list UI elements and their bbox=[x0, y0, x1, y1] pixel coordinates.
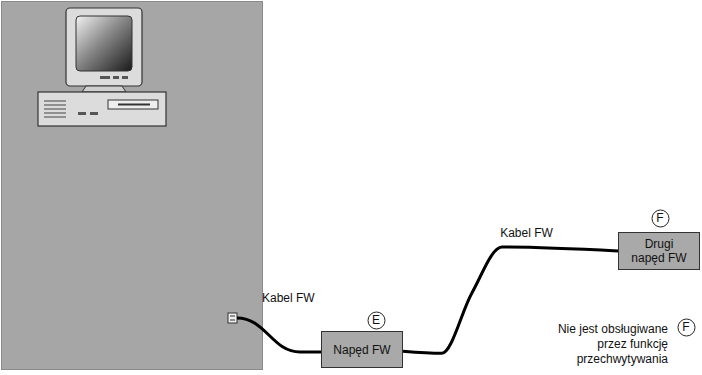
callout-circle: F bbox=[677, 318, 696, 337]
firewire-cable bbox=[403, 247, 618, 353]
device-box: Napęd FW bbox=[321, 331, 403, 368]
desktop-case-icon bbox=[38, 92, 166, 126]
callout-circle: E bbox=[367, 311, 386, 330]
monitor-icon bbox=[66, 8, 142, 92]
note-text: Nie jest obsługiwane przez funkcję przec… bbox=[543, 322, 668, 367]
cable-label: Kabel FW bbox=[500, 226, 553, 241]
device-box: Drugi napęd FW bbox=[618, 232, 700, 270]
device-name: Drugi napęd FW bbox=[630, 237, 688, 265]
callout-letter: F bbox=[651, 209, 670, 228]
callout-letter: E bbox=[367, 311, 386, 330]
cable-label: Kabel FW bbox=[262, 291, 315, 306]
background-panel bbox=[2, 2, 263, 370]
callout-letter: F bbox=[677, 318, 696, 337]
device-name: Napęd FW bbox=[333, 343, 390, 357]
firewire-port bbox=[228, 313, 237, 323]
callout-circle: F bbox=[651, 209, 670, 228]
firewire-cable bbox=[237, 318, 321, 352]
